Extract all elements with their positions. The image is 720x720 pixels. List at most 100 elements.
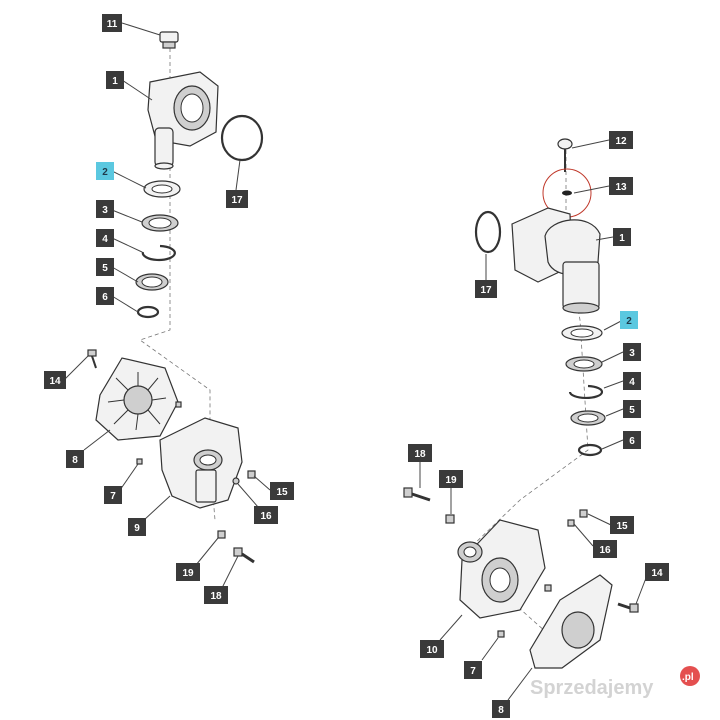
svg-text:17: 17 — [480, 285, 492, 296]
right-part-cover — [529, 574, 613, 669]
left-part-o-ring — [220, 114, 264, 162]
svg-text:12: 12 — [615, 136, 627, 147]
svg-text:18: 18 — [210, 591, 222, 602]
right-assembly-axis — [469, 150, 589, 641]
left-callout-3: 3 — [96, 200, 114, 218]
right-callout-4: 4 — [623, 372, 641, 390]
left-part-seal-upper — [141, 214, 179, 232]
left-part-cover — [95, 357, 179, 441]
svg-text:3: 3 — [629, 348, 635, 359]
right-part-pump-body — [457, 519, 546, 619]
left-part-washer — [143, 180, 181, 198]
right-callout-16: 16 — [593, 540, 617, 558]
right-callout-1: 1 — [613, 228, 631, 246]
right-part-washer-16 — [567, 519, 575, 527]
left-callout-18: 18 — [204, 586, 228, 604]
left-part-pin-7b — [175, 401, 182, 408]
svg-text:2: 2 — [102, 167, 108, 178]
svg-text:3: 3 — [102, 205, 108, 216]
svg-text:9: 9 — [134, 523, 140, 534]
left-callout-7: 7 — [104, 486, 122, 504]
left-callout-9: 9 — [128, 518, 146, 536]
left-callout-1: 1 — [106, 71, 124, 89]
left-leader-lines — [63, 22, 271, 589]
svg-text:11: 11 — [107, 19, 118, 30]
svg-text:5: 5 — [102, 263, 108, 274]
svg-text:17: 17 — [231, 195, 243, 206]
svg-text:10: 10 — [426, 645, 438, 656]
right-callout-3: 3 — [623, 343, 641, 361]
left-part-bearing — [135, 273, 169, 291]
right-part-pin-7 — [497, 630, 505, 638]
svg-text:16: 16 — [260, 511, 272, 522]
svg-text:5: 5 — [629, 405, 635, 416]
right-callout-14: 14 — [645, 563, 669, 581]
right-part-small-oring-13 — [562, 190, 572, 196]
right-callout-18: 18 — [408, 444, 432, 462]
right-part-sensor — [557, 138, 573, 172]
watermark-suffix: .pl — [682, 672, 694, 683]
right-assembly: 12 13 1 17 2 3 4 5 6 18 19 15 16 14 10 7… — [403, 131, 669, 718]
right-part-small-ring — [577, 443, 603, 457]
svg-text:8: 8 — [72, 455, 78, 466]
left-part-nut-15 — [247, 470, 256, 479]
left-callout-17: 17 — [226, 190, 248, 208]
left-part-washer-19 — [217, 530, 226, 539]
right-callout-19: 19 — [439, 470, 463, 488]
left-part-bolt-18 — [233, 547, 255, 564]
left-part-circlip — [141, 244, 176, 262]
left-assembly: 11 1 2 17 3 4 5 6 14 8 7 9 15 16 19 18 — [44, 14, 294, 604]
right-callout-2-highlighted: 2 — [620, 311, 638, 329]
left-callout-6: 6 — [96, 287, 114, 305]
right-part-nut-15 — [579, 509, 588, 518]
left-callout-5: 5 — [96, 258, 114, 276]
right-part-seal-upper — [565, 356, 603, 372]
svg-text:7: 7 — [110, 491, 116, 502]
svg-text:19: 19 — [445, 475, 457, 486]
svg-text:8: 8 — [498, 705, 504, 716]
watermark: Sprzedajemy .pl — [530, 666, 700, 699]
left-part-cap — [159, 31, 179, 49]
right-part-o-ring — [474, 210, 502, 254]
svg-text:19: 19 — [182, 568, 194, 579]
right-part-pin-7b — [544, 584, 552, 592]
svg-text:4: 4 — [102, 234, 108, 245]
svg-text:7: 7 — [470, 666, 476, 677]
svg-text:1: 1 — [112, 76, 118, 87]
svg-text:14: 14 — [49, 376, 61, 387]
left-callout-19: 19 — [176, 563, 200, 581]
right-part-washer-19 — [445, 514, 455, 524]
svg-text:6: 6 — [102, 292, 108, 303]
svg-text:15: 15 — [276, 487, 288, 498]
left-callout-15: 15 — [270, 482, 294, 500]
left-part-washer-16 — [232, 477, 240, 485]
left-callout-4: 4 — [96, 229, 114, 247]
svg-text:15: 15 — [616, 521, 628, 532]
svg-text:16: 16 — [599, 545, 611, 556]
left-part-bolt-cover — [87, 349, 97, 369]
right-part-bearing — [570, 410, 606, 426]
right-leader-lines — [419, 139, 647, 701]
right-part-bolt-14 — [617, 602, 639, 613]
svg-text:1: 1 — [619, 233, 625, 244]
right-part-washer — [561, 325, 603, 341]
right-callout-10: 10 — [420, 640, 444, 658]
left-callout-8: 8 — [66, 450, 84, 468]
svg-text:18: 18 — [414, 449, 426, 460]
right-callout-8: 8 — [492, 700, 510, 718]
right-callout-12: 12 — [609, 131, 633, 149]
right-callout-15: 15 — [610, 516, 634, 534]
svg-text:13: 13 — [615, 182, 627, 193]
watermark-text: Sprzedajemy — [530, 677, 654, 699]
right-part-housing — [511, 207, 601, 314]
left-callout-11: 11 — [102, 14, 122, 32]
svg-text:14: 14 — [651, 568, 663, 579]
right-part-circlip — [568, 384, 604, 400]
left-part-housing — [147, 71, 219, 170]
right-callout-6: 6 — [623, 431, 641, 449]
right-callout-7: 7 — [464, 661, 482, 679]
right-callout-5: 5 — [623, 400, 641, 418]
right-callout-13: 13 — [609, 177, 633, 195]
right-part-bolt-18 — [403, 487, 431, 502]
